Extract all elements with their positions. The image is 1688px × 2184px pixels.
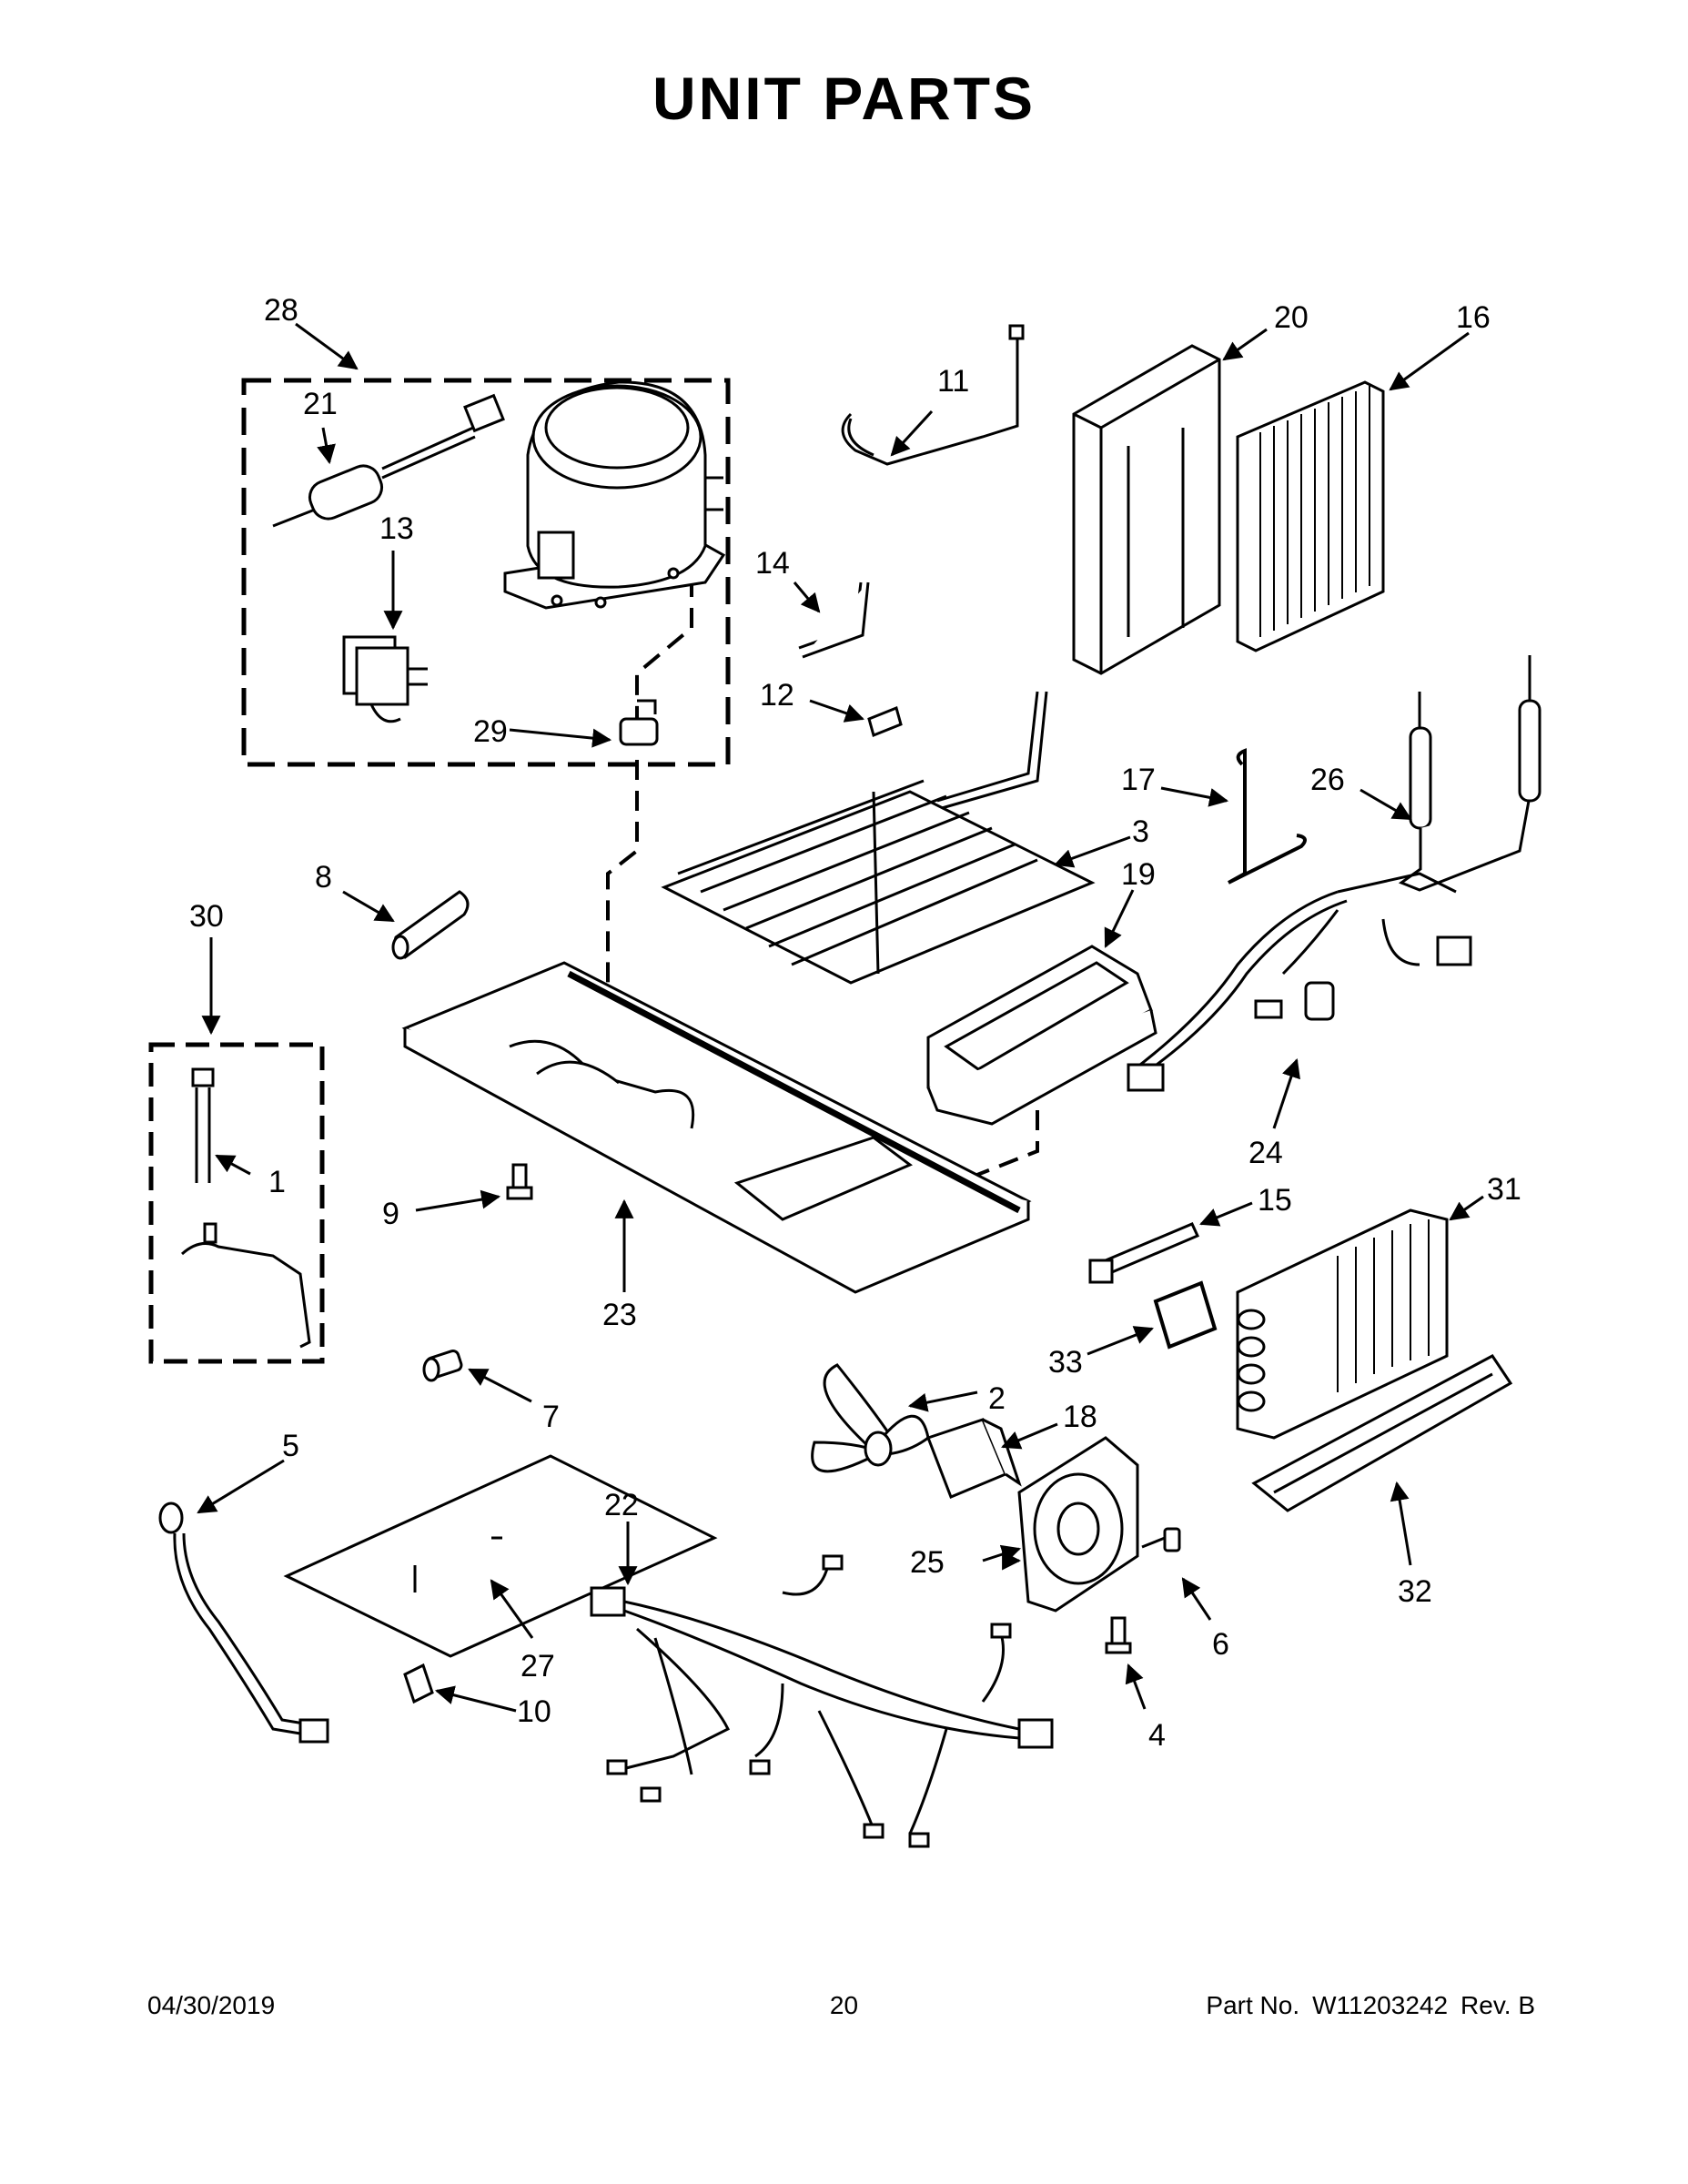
relay-part <box>342 635 428 723</box>
callout-33: 33 <box>1048 1345 1083 1380</box>
condenser-coil-part <box>1236 380 1385 652</box>
callout-5: 5 <box>282 1429 299 1463</box>
fan-motor-part <box>926 1418 1022 1499</box>
footer-date: 04/30/2019 <box>147 1991 276 2019</box>
page-title: UNIT PARTS <box>652 65 1036 132</box>
callout-27: 27 <box>521 1649 555 1684</box>
callout-2: 2 <box>988 1381 1006 1416</box>
condenser-part-31 <box>1236 1208 1449 1440</box>
callout-16: 16 <box>1456 300 1491 335</box>
callout-26: 26 <box>1310 763 1345 797</box>
screw-part-6 <box>1141 1527 1181 1552</box>
screw-part-4 <box>1105 1616 1132 1654</box>
pad-part-33 <box>1153 1280 1218 1350</box>
footer-part-number: Part No. W11203242 Rev. B <box>1206 1991 1535 2020</box>
wiring-harness-part-22 <box>590 1554 1054 1848</box>
fan-shroud-part <box>1017 1436 1139 1613</box>
callout-17: 17 <box>1121 763 1156 797</box>
drier-part <box>1398 655 1541 892</box>
fan-blade-part <box>811 1363 930 1473</box>
callout-24: 24 <box>1248 1136 1283 1170</box>
wiring-harness-part-24 <box>1127 872 1472 1092</box>
wire-clip-part-17 <box>1228 748 1307 885</box>
plug-part-7 <box>422 1350 463 1382</box>
evaporator-cover-part <box>1072 344 1221 675</box>
strap-part-15 <box>1088 1222 1200 1284</box>
callout-11: 11 <box>937 364 969 399</box>
callout-20: 20 <box>1274 300 1309 335</box>
footer-page-number: 20 <box>829 1991 859 2019</box>
callout-28: 28 <box>264 293 298 328</box>
callout-labels: 28 21 13 29 11 20 16 14 12 17 26 3 19 8 … <box>189 293 1521 1753</box>
callout-25: 25 <box>910 1545 945 1580</box>
clip-part-12 <box>867 705 903 738</box>
callout-19: 19 <box>1121 857 1156 892</box>
tube-part-11 <box>841 324 1025 466</box>
callout-29: 29 <box>473 714 508 749</box>
callout-15: 15 <box>1258 1183 1292 1218</box>
leader-arrows <box>197 322 1484 1713</box>
drain-pan-part <box>926 945 1157 1126</box>
defrost-heater-part <box>180 1067 311 1349</box>
base-plate-part <box>401 961 1032 1294</box>
callout-18: 18 <box>1063 1400 1097 1434</box>
callout-3: 3 <box>1132 814 1149 849</box>
callout-21: 21 <box>303 387 338 421</box>
callout-30: 30 <box>189 899 224 934</box>
compressor-part <box>503 380 726 610</box>
callout-22: 22 <box>604 1488 639 1522</box>
callout-10: 10 <box>517 1694 551 1729</box>
callout-32: 32 <box>1398 1574 1432 1609</box>
footer-part-no-label: Part No. <box>1206 1991 1300 2019</box>
callout-6: 6 <box>1212 1627 1229 1662</box>
start-device-part <box>272 393 505 528</box>
evaporator-part <box>661 691 1096 985</box>
tube-part-14 <box>798 581 870 659</box>
tube-part-8 <box>391 890 470 960</box>
screw-part-9 <box>506 1163 533 1200</box>
callout-13: 13 <box>379 511 414 546</box>
callout-7: 7 <box>542 1400 560 1434</box>
drain-tube-part <box>158 1502 329 1744</box>
compressor-plug-part <box>619 699 659 746</box>
insulation-sheet-part <box>283 1454 718 1658</box>
drip-tray-part <box>1251 1354 1513 1512</box>
callout-1: 1 <box>268 1165 286 1199</box>
compressor-group-box <box>241 378 731 767</box>
callout-4: 4 <box>1148 1718 1166 1753</box>
clip-part-10 <box>403 1663 434 1704</box>
defrost-group-box <box>148 1042 325 1364</box>
callout-12: 12 <box>760 678 794 713</box>
callout-9: 9 <box>382 1197 399 1231</box>
callout-14: 14 <box>755 546 790 581</box>
footer-part-no-value: W11203242 <box>1312 1991 1449 2019</box>
callout-8: 8 <box>315 860 332 895</box>
callout-23: 23 <box>602 1298 637 1332</box>
callout-31: 31 <box>1487 1172 1521 1207</box>
footer-revision: Rev. B <box>1461 1991 1535 2019</box>
